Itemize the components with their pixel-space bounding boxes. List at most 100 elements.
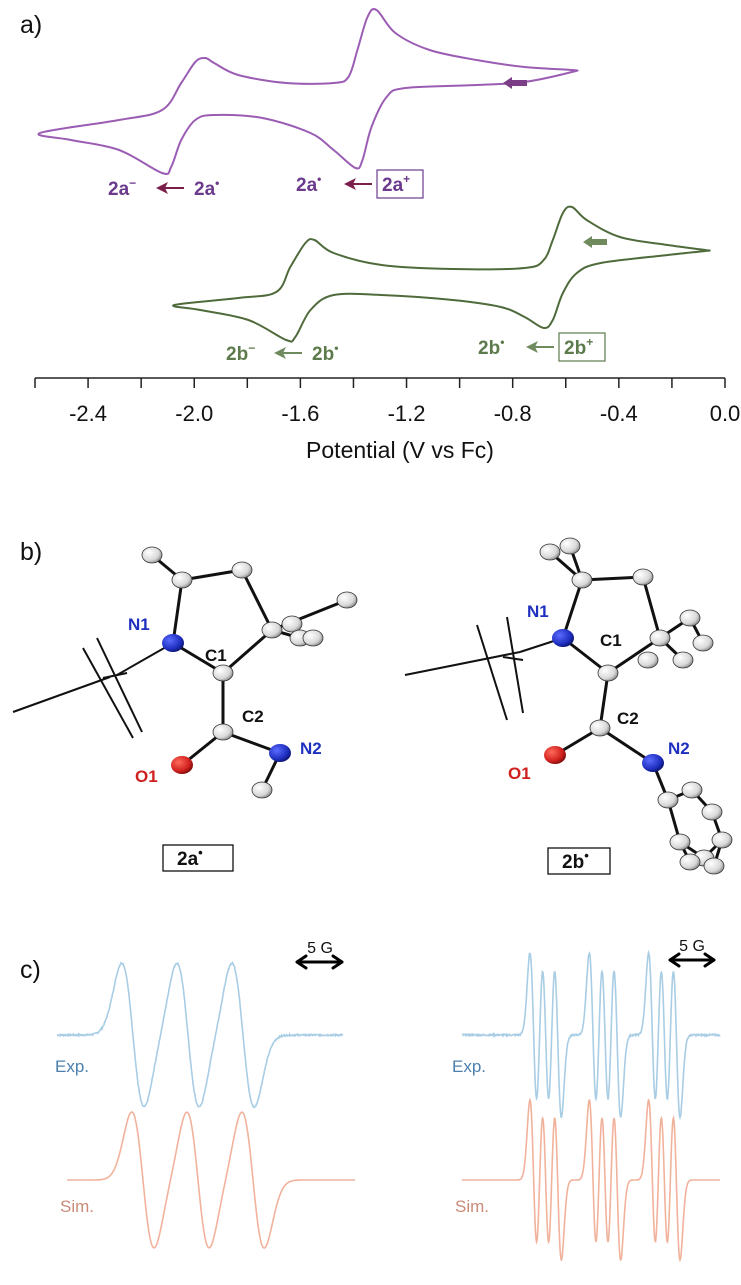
x-tick-label: 0.0 xyxy=(710,401,741,426)
redox-annotation: 2b•2b+ xyxy=(478,332,606,362)
x-tick-label: -0.4 xyxy=(600,401,638,426)
x-tick-label: -1.6 xyxy=(281,401,319,426)
atom-ellipsoid-C xyxy=(212,664,234,682)
atom-ellipsoid-C xyxy=(597,664,619,682)
atom-ellipsoid-O xyxy=(171,756,193,774)
product-label: 2b− xyxy=(226,341,255,365)
wireframe-bond xyxy=(506,616,524,714)
epr-trace-sim xyxy=(462,1097,720,1263)
atom-ellipsoid-C xyxy=(669,833,691,851)
reactant-label: 2b• xyxy=(312,341,338,365)
atom-label-N1: N1 xyxy=(128,615,150,634)
atom-ellipsoid-C xyxy=(559,537,581,555)
reaction-arrow-icon xyxy=(344,178,356,190)
atom-ellipsoid-C xyxy=(302,629,324,647)
reactant-label: 2a+ xyxy=(382,172,410,196)
bond xyxy=(171,579,184,644)
bond xyxy=(641,576,662,639)
atom-ellipsoid-N xyxy=(269,744,291,762)
scale-bar-double-arrow-icon xyxy=(295,954,344,970)
epr-trace-label: Sim. xyxy=(60,1197,94,1216)
atom-ellipsoid-C xyxy=(589,719,611,737)
wireframe-bond xyxy=(12,676,111,713)
atom-ellipsoid-C xyxy=(251,781,273,799)
product-label: 2a• xyxy=(296,172,321,196)
x-axis-title: Potential (V vs Fc) xyxy=(306,437,494,463)
reactant-label: 2a• xyxy=(194,176,219,200)
atom-ellipsoid-C xyxy=(539,543,561,561)
atom-ellipsoid-N xyxy=(162,634,184,652)
compound-label-box xyxy=(162,844,234,872)
epr-trace-exp xyxy=(56,961,344,1109)
wireframe-bond xyxy=(102,672,128,679)
scale-bar-label: 5 G xyxy=(307,940,333,957)
atom-ellipsoid-C xyxy=(679,853,701,871)
atom-label-C1: C1 xyxy=(600,631,622,650)
epr-trace-exp xyxy=(461,949,721,1121)
atom-ellipsoid-C xyxy=(141,546,163,564)
cv-plot: 2a− 2a• 2a• 2a+ 2b− 2b• 2b•2b+ -2.4 -2.0 -1.6 -1.2… xyxy=(34,8,741,463)
wireframe-bond xyxy=(96,637,143,733)
reaction-arrow-icon xyxy=(274,347,286,359)
panel-label-a: a) xyxy=(20,11,42,39)
atom-label-O1: O1 xyxy=(135,767,158,786)
atom-label-N1: N1 xyxy=(527,602,549,621)
atom-ellipsoid-C xyxy=(672,651,694,669)
atom-ellipsoid-C xyxy=(701,803,723,821)
atom-ellipsoid-C xyxy=(231,561,253,579)
cv-trace-2a xyxy=(37,8,579,176)
atom-label-C2: C2 xyxy=(242,707,264,726)
atom-ellipsoid-C xyxy=(632,568,654,586)
atom-ellipsoid-O xyxy=(544,746,566,764)
x-tick-label: -1.2 xyxy=(388,401,426,426)
bond xyxy=(240,569,274,631)
wireframe-bond xyxy=(82,647,134,739)
reaction-arrow-icon xyxy=(156,182,168,194)
x-tick-label: -0.8 xyxy=(494,401,532,426)
atom-label-N2: N2 xyxy=(668,739,690,758)
starting-species-box xyxy=(558,332,606,362)
atom-ellipsoid-C xyxy=(336,591,358,609)
atom-ellipsoid-C xyxy=(261,621,283,639)
reactant-label: 2b+ xyxy=(564,335,593,359)
atom-ellipsoid-C xyxy=(692,634,714,652)
product-label: 2a− xyxy=(108,176,136,200)
epr-spectrum-2b•: Exp.Sim.5 G xyxy=(452,938,721,1263)
scan-direction-arrow-icon xyxy=(583,236,607,248)
atom-ellipsoid-C xyxy=(681,781,703,799)
atom-ellipsoid-C xyxy=(679,609,701,627)
wireframe-bond xyxy=(116,642,174,676)
epr-trace-sim xyxy=(67,1111,355,1249)
atom-ellipsoid-N xyxy=(552,629,574,647)
atom-ellipsoid-C xyxy=(571,571,593,589)
wireframe-bond xyxy=(476,624,508,721)
bond xyxy=(561,579,584,639)
panel-label-b: b) xyxy=(20,538,42,566)
x-tick-label: -2.4 xyxy=(69,401,107,426)
atom-ellipsoid-C xyxy=(649,629,671,647)
compound-label: 2a• xyxy=(177,845,203,870)
atom-ellipsoid-C xyxy=(637,651,659,669)
epr-trace-label: Exp. xyxy=(55,1057,89,1076)
compound-label-box xyxy=(547,847,611,875)
x-tick-label: -2.0 xyxy=(175,401,213,426)
bond xyxy=(607,636,661,675)
scan-direction-arrow-icon xyxy=(503,77,527,89)
atom-label-C2: C2 xyxy=(617,709,639,728)
atom-ellipsoid-C xyxy=(657,791,679,809)
cv-trace-2b xyxy=(172,205,711,343)
atom-ellipsoid-C xyxy=(281,615,303,633)
bond xyxy=(598,672,610,729)
bond xyxy=(599,726,654,765)
epr-trace-label: Sim. xyxy=(455,1197,489,1216)
atom-ellipsoid-C xyxy=(212,723,234,741)
starting-species-box xyxy=(376,169,424,199)
atom-ellipsoid-C xyxy=(711,831,733,849)
atom-ellipsoid-C xyxy=(171,571,193,589)
atom-ellipsoid-C xyxy=(703,857,725,875)
bond xyxy=(222,628,273,675)
